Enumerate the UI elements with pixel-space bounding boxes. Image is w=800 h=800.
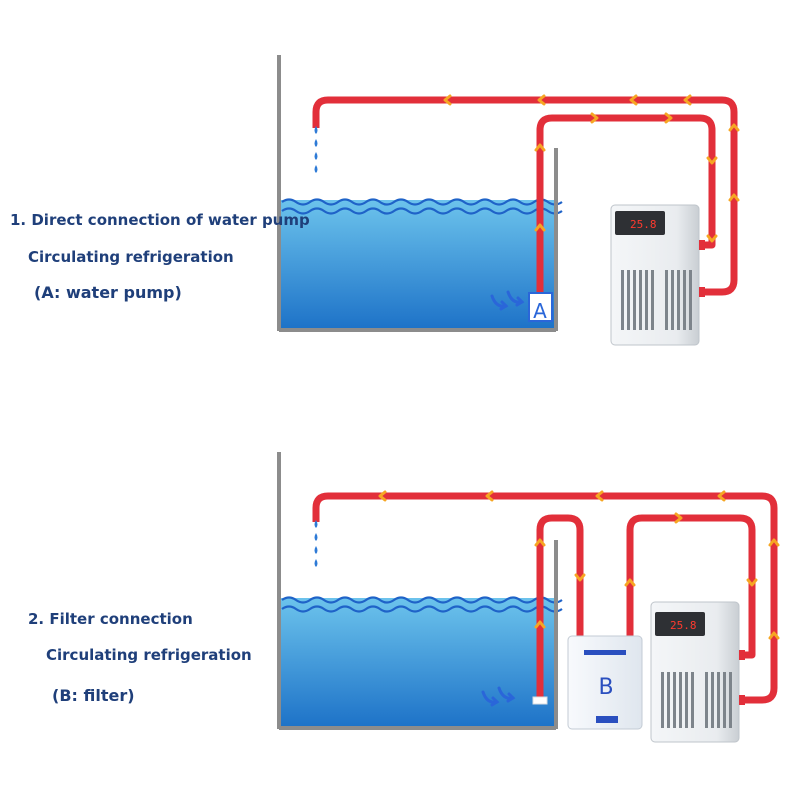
pipes — [312, 96, 738, 318]
water-waves — [281, 596, 563, 613]
water-outlet — [532, 696, 548, 705]
panel-2-title: 2. Filter connection — [28, 610, 193, 628]
filter-letter: B — [598, 675, 613, 700]
panel-1-title: 1. Direct connection of water pump — [10, 211, 310, 229]
tank — [277, 452, 558, 730]
water-drops — [314, 520, 318, 567]
flow-arrows — [443, 94, 740, 243]
chiller-unit: 25.8 — [650, 601, 740, 743]
chiller-vent — [621, 270, 692, 330]
water-pump — [528, 292, 553, 322]
tank-water — [279, 200, 555, 328]
panel-1-legend: (A: water pump) — [34, 283, 182, 302]
panel-2-legend: (B: filter) — [52, 686, 135, 705]
chiller-display: 25.8 — [630, 218, 657, 231]
tank-water — [279, 598, 555, 726]
water-waves — [281, 198, 563, 215]
flow-arrows — [378, 490, 780, 640]
chiller-ports — [739, 650, 745, 705]
panel-2: B 25.8 — [277, 452, 780, 743]
swirl-arrow-icon — [490, 290, 525, 311]
chiller-ports — [699, 240, 705, 297]
water-drops — [314, 126, 318, 173]
chiller-vent — [661, 672, 732, 728]
pump-letter: A — [533, 299, 547, 323]
panel-1-subtitle: Circulating refrigeration — [28, 248, 234, 266]
tank — [277, 55, 558, 332]
swirl-arrow-icon — [481, 686, 516, 707]
panel-1: A 25.8 — [277, 55, 740, 346]
filter-unit — [567, 635, 643, 730]
panel-2-subtitle: Circulating refrigeration — [46, 646, 252, 664]
chiller-unit: 25.8 — [610, 204, 700, 346]
chiller-display: 25.8 — [670, 619, 697, 632]
pipes — [312, 492, 778, 704]
